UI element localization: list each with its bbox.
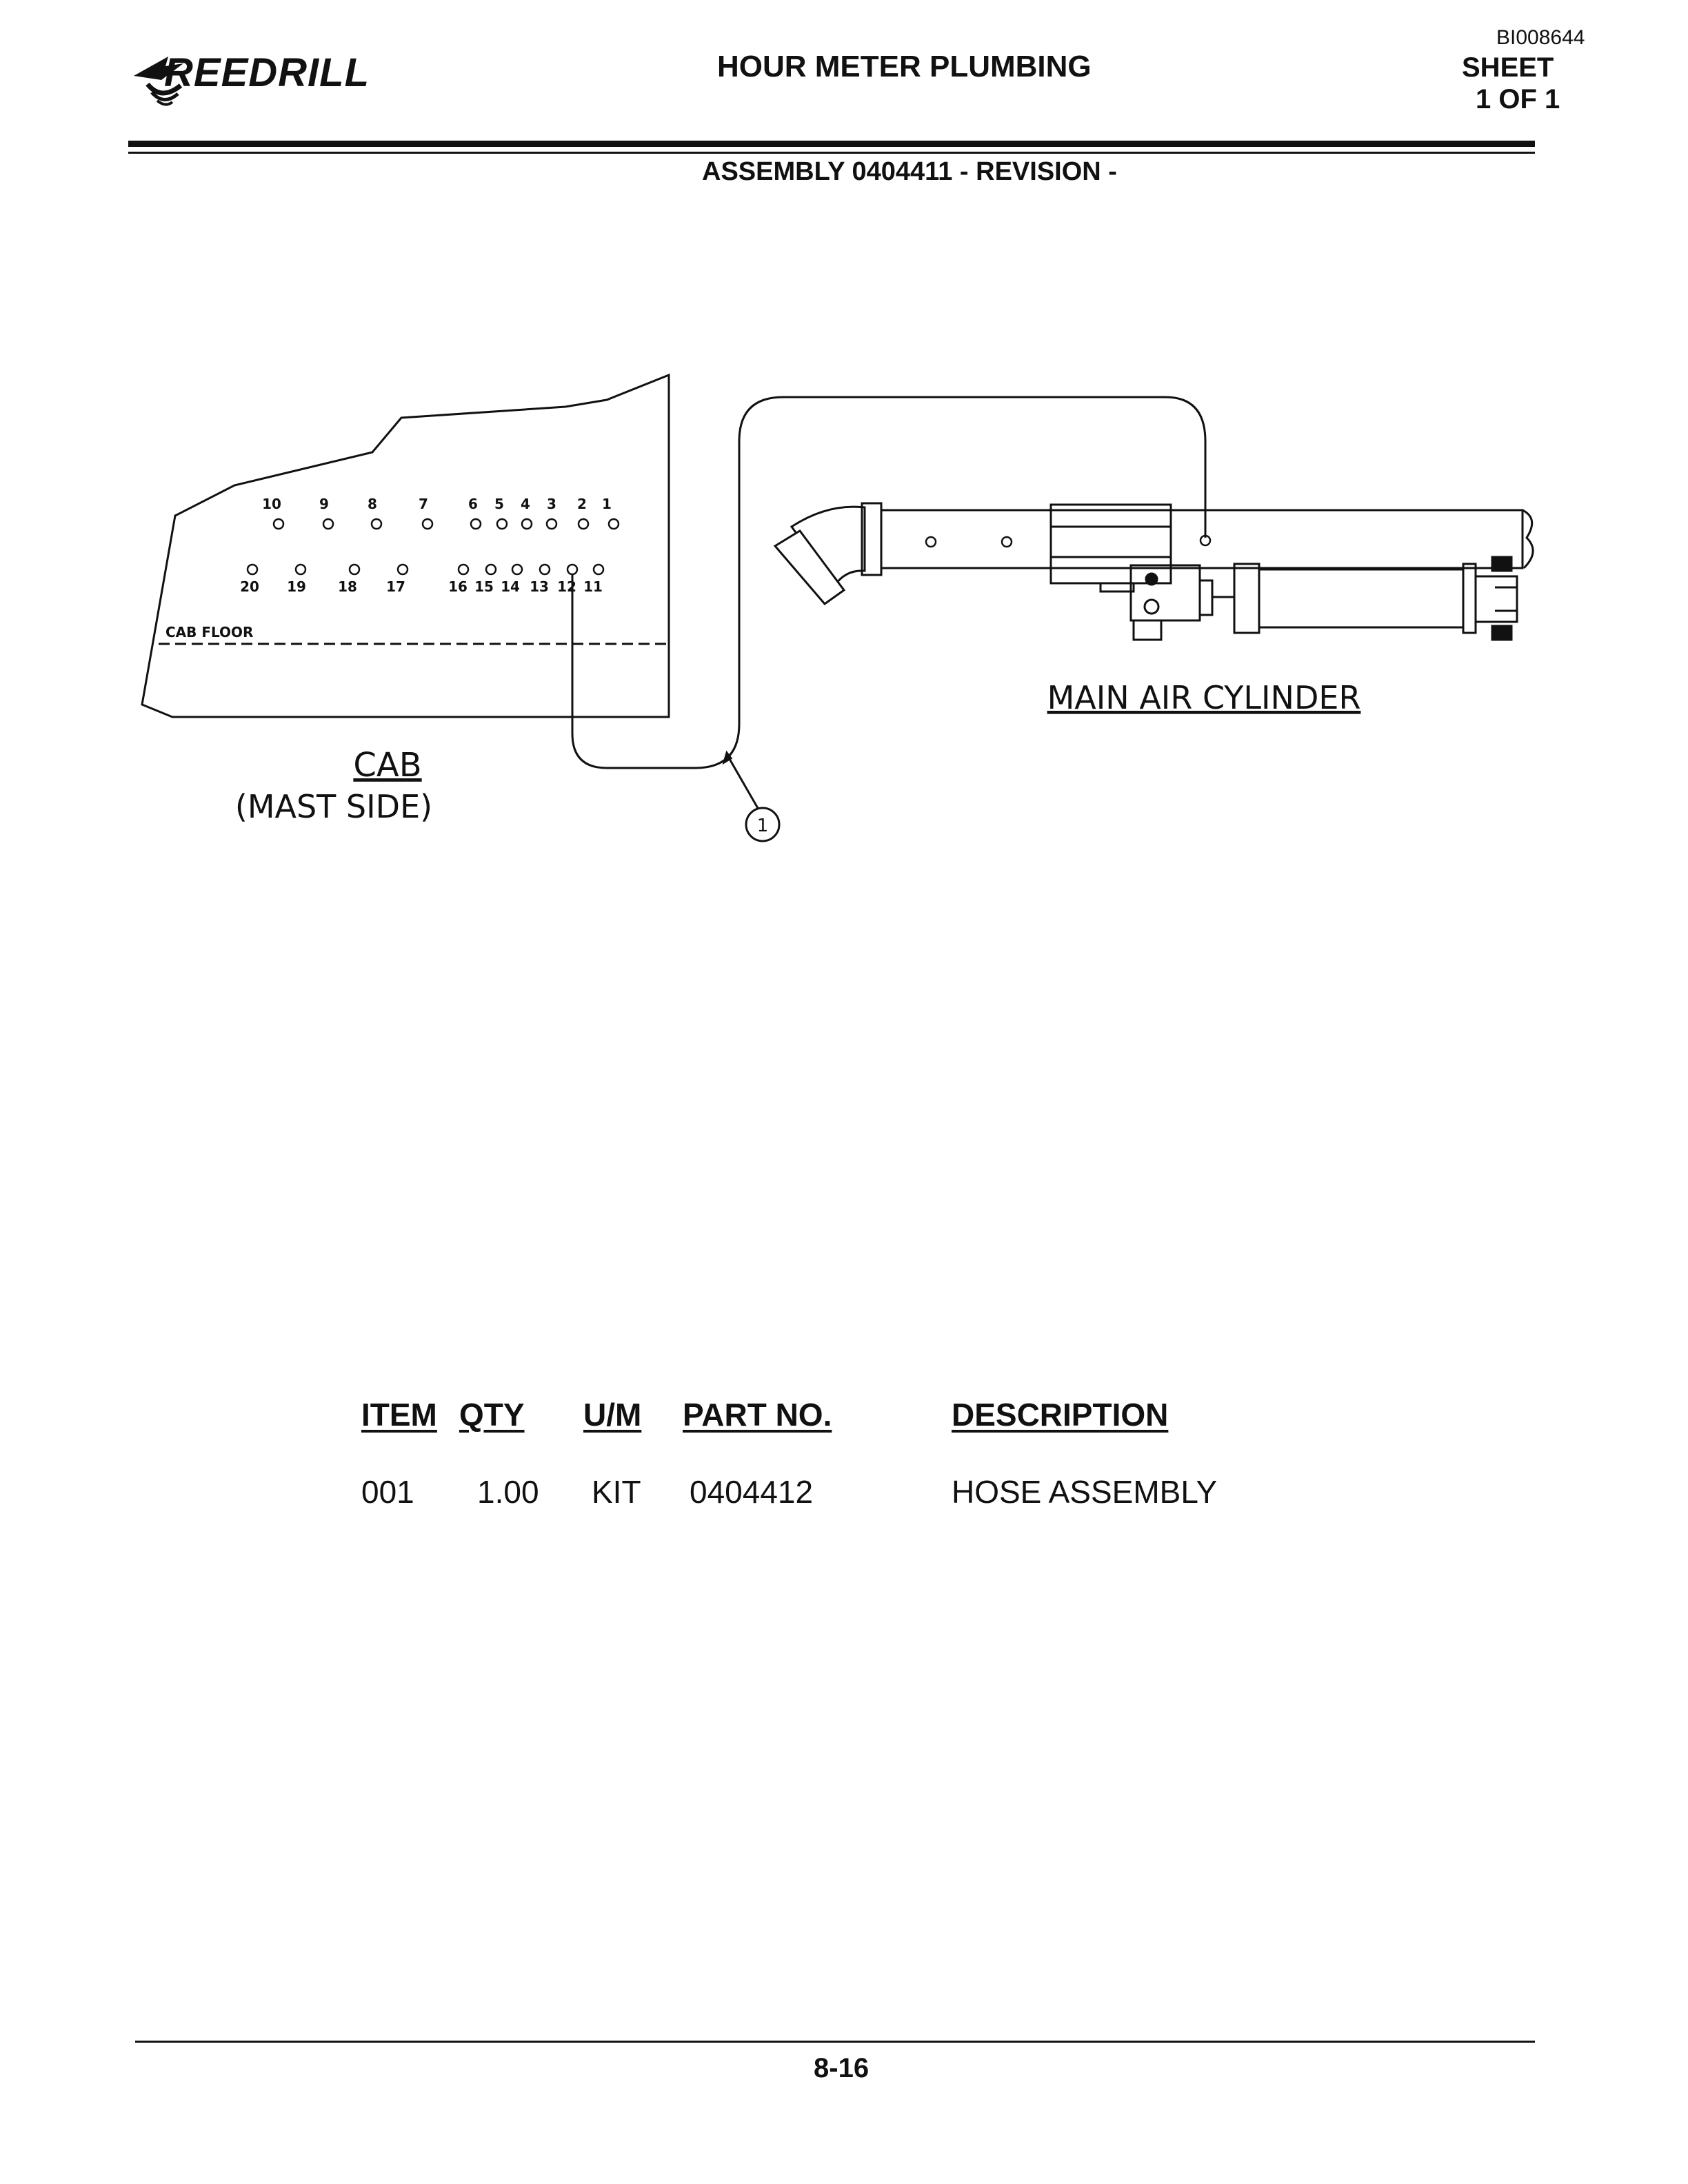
page-number: 8-16 [814,2053,870,2083]
logo [127,43,189,109]
svg-text:8: 8 [368,496,377,512]
cell-part-no: 0404412 [690,1474,814,1510]
port-labels: 10 9 8 7 6 5 4 3 2 1 20 19 18 17 16 15 1… [240,496,612,595]
svg-text:10: 10 [262,496,281,512]
cell-description: HOSE ASSEMBLY [952,1474,1218,1510]
svg-text:6: 6 [468,496,478,512]
plumbing-diagram: 10 9 8 7 6 5 4 3 2 1 20 19 18 17 16 15 1… [141,373,1534,842]
header-rule-thin [128,152,1535,154]
svg-text:2: 2 [577,496,587,512]
cylinder-label: MAIN AIR CYLINDER [1047,679,1361,716]
svg-text:3: 3 [547,496,556,512]
svg-text:1: 1 [602,496,612,512]
cell-qty: 1.00 [477,1474,539,1510]
sheet-count: 1 OF 1 [1476,84,1560,114]
page-title: HOUR METER PLUMBING [717,50,1092,83]
header-rule-thick [128,141,1535,147]
mount-block [1049,503,1172,585]
col-header-part-no: PART NO. [683,1397,832,1433]
clevis [1129,564,1201,622]
svg-text:14: 14 [501,578,520,595]
assembly-label: ASSEMBLY 0404411 - REVISION - [702,157,1117,186]
cell-item: 001 [361,1474,414,1510]
port-holes-bottom [246,563,605,576]
mast-tube [880,509,1524,569]
cab-floor-label: CAB FLOOR [165,624,253,640]
svg-text:19: 19 [287,578,306,595]
cab-outline [141,373,670,718]
svg-text:5: 5 [494,496,504,512]
callout-leader [725,754,760,810]
callout-balloon [745,807,781,842]
elbow-fitting [790,505,866,588]
svg-text:7: 7 [419,496,428,512]
port-holes-top [272,518,620,530]
cell-um: KIT [592,1474,641,1510]
svg-text:12: 12 [557,578,576,595]
svg-text:17: 17 [386,578,405,595]
col-header-description: DESCRIPTION [952,1397,1169,1433]
hose-line [571,396,1207,769]
svg-text:9: 9 [319,496,329,512]
logo-swirl-icon [134,57,183,106]
svg-text:11: 11 [583,578,603,595]
svg-text:15: 15 [474,578,494,595]
cab-sublabel: (MAST SIDE) [235,788,432,825]
air-cylinder-barrel [1233,563,1260,634]
col-header-item: ITEM [361,1397,437,1433]
document-id: BI008644 [1496,26,1585,49]
col-header-qty: QTY [459,1397,525,1433]
logo-text: REEDRILL [164,50,370,95]
svg-text:18: 18 [338,578,357,595]
cab-label: CAB [353,746,421,785]
callout-number: 1 [757,816,769,836]
col-header-um: U/M [583,1397,642,1433]
svg-text:13: 13 [530,578,549,595]
hose-fitting-cylinder [1199,534,1212,547]
sheet-label: SHEET [1462,52,1554,83]
svg-text:4: 4 [521,496,530,512]
footer-rule [135,2041,1535,2043]
svg-text:16: 16 [448,578,468,595]
svg-text:20: 20 [240,578,259,595]
